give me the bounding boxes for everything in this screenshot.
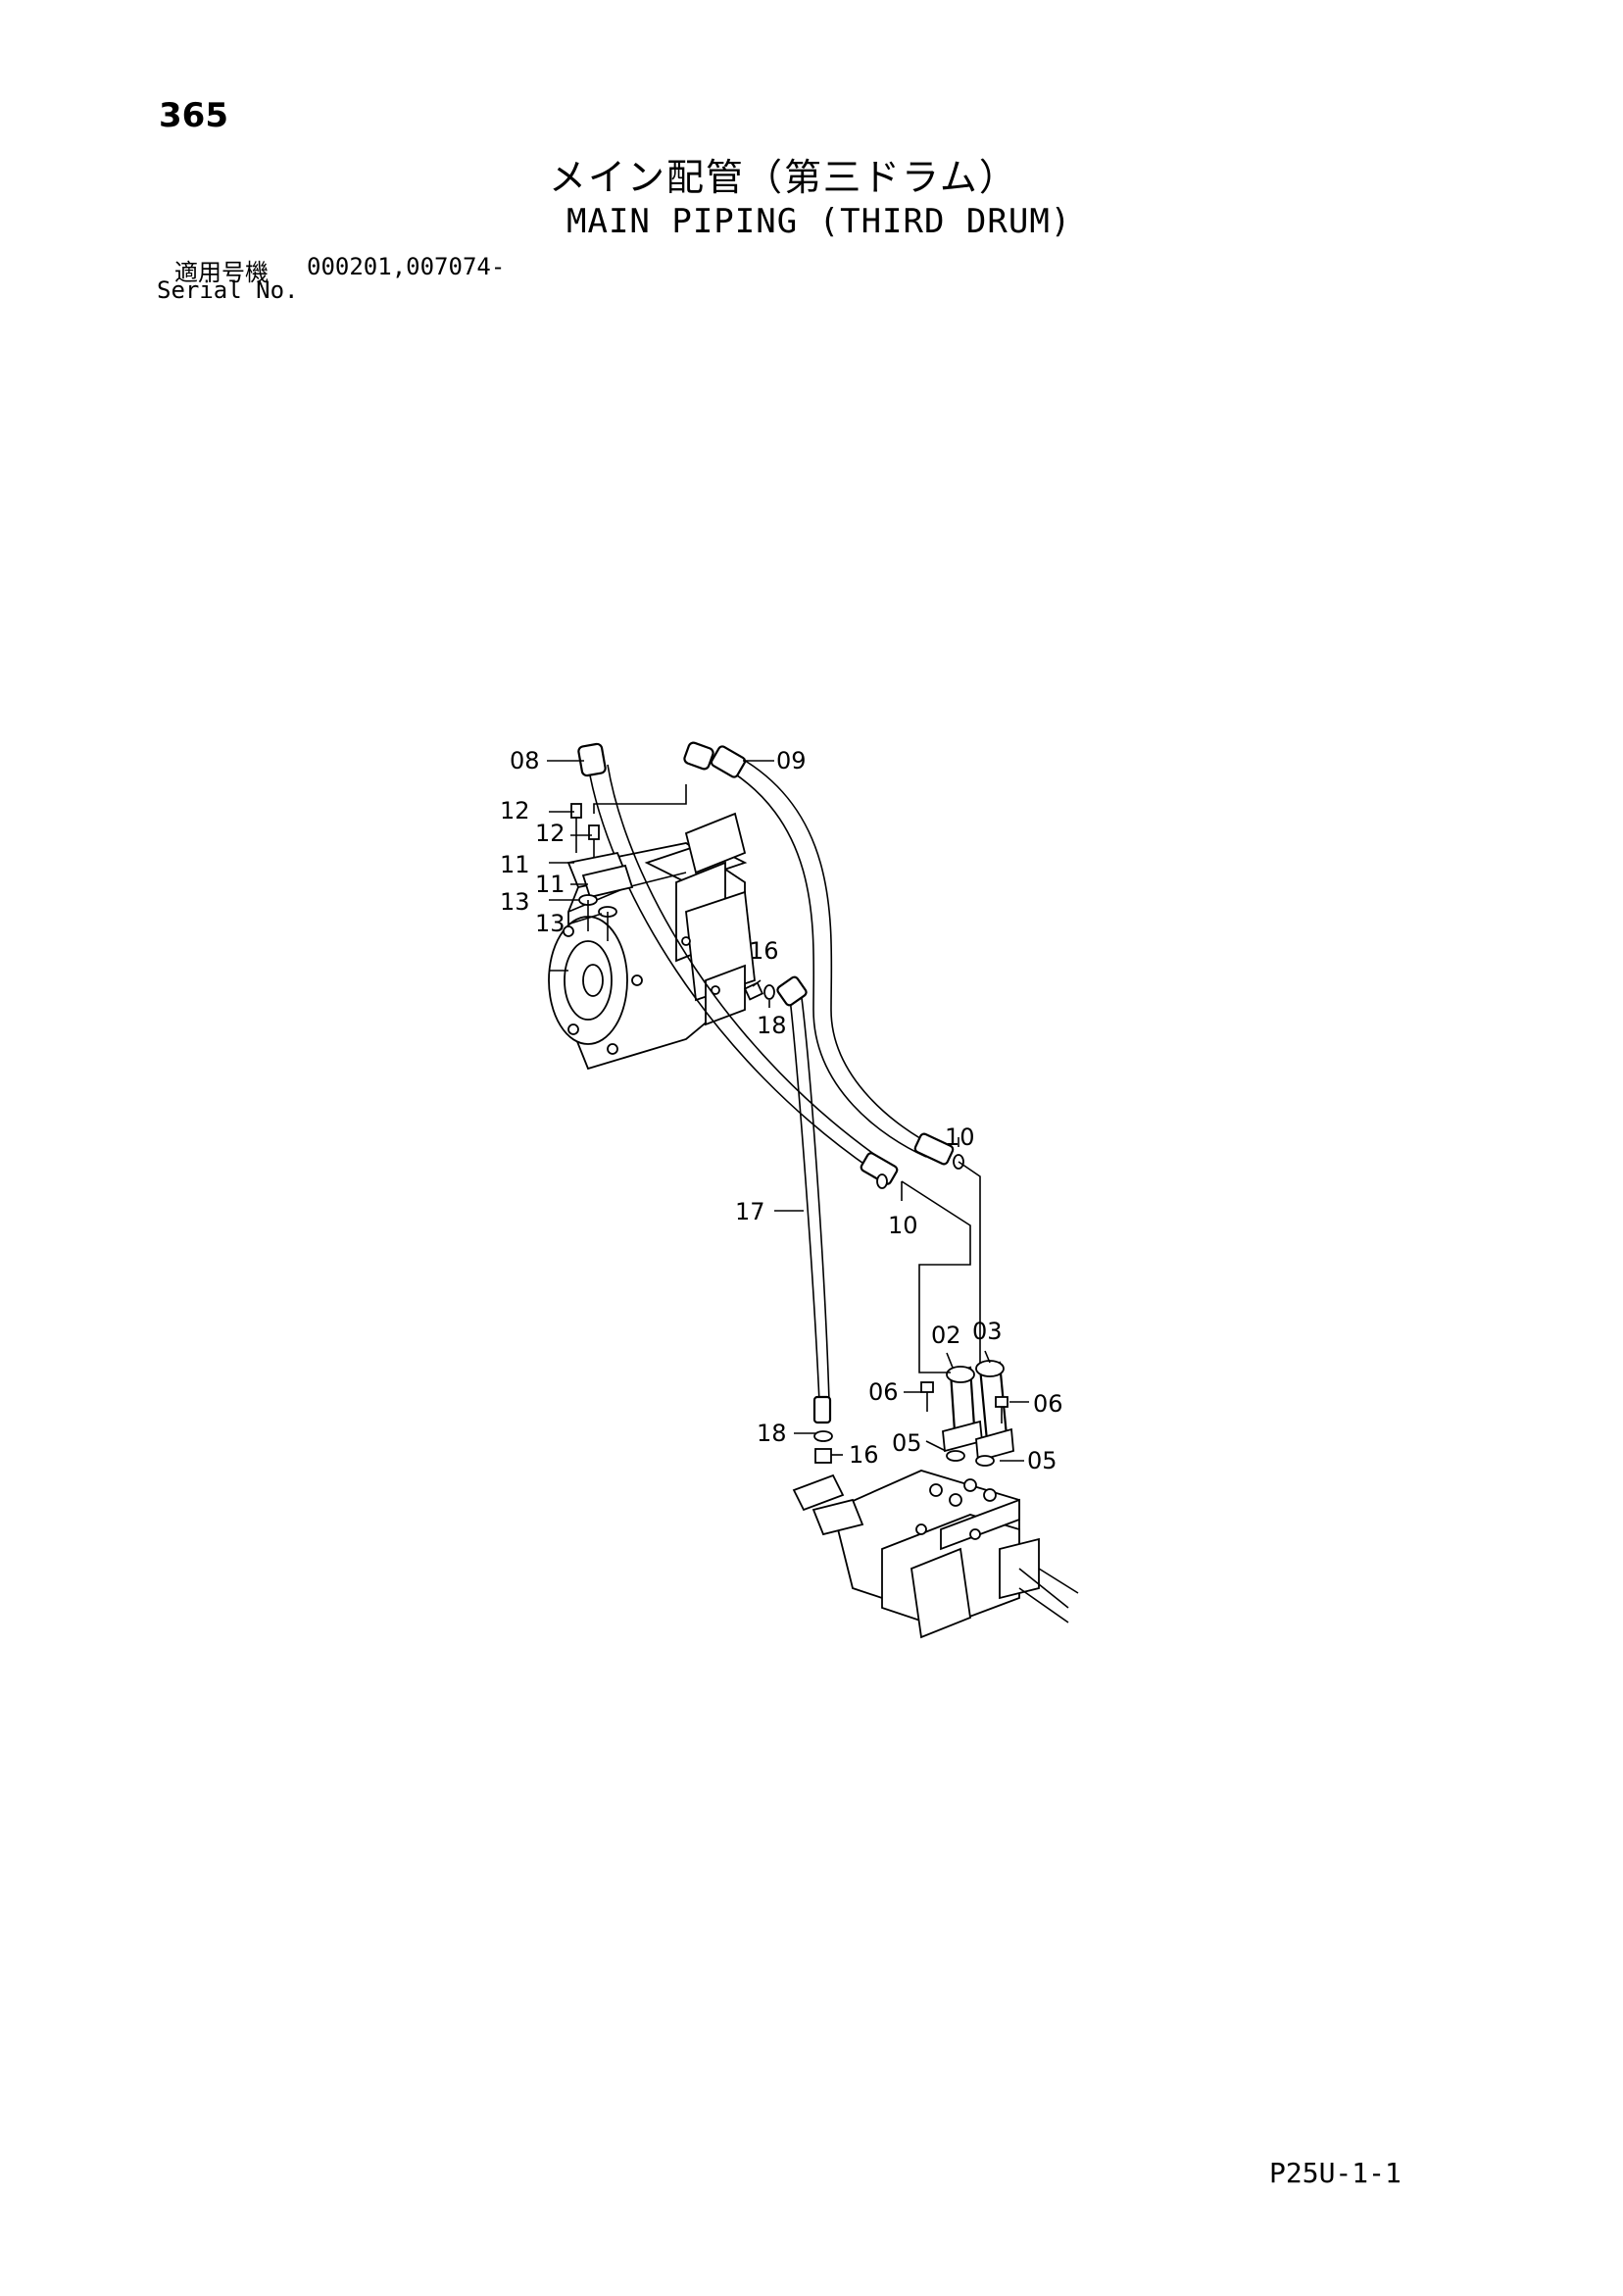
callout-12: 12: [500, 797, 530, 824]
callout-13: 13: [535, 910, 566, 937]
callout-labels: 08 09 12 12 11 11 13 13 16 18 10 10 17 0…: [500, 747, 1063, 1474]
fittings-16-18: [743, 981, 833, 1464]
callout-18: 18: [757, 1420, 787, 1447]
callout-10: 10: [945, 1123, 975, 1151]
orings-10: [876, 1154, 964, 1189]
callout-18: 18: [757, 1012, 787, 1039]
callout-06: 06: [868, 1378, 899, 1406]
elbow-03: [975, 1360, 1014, 1463]
page-number: 365: [159, 96, 228, 135]
hose-17: [776, 975, 832, 1424]
serial-label-japanese: 適用号機: [174, 259, 269, 286]
callout-10: 10: [888, 1212, 918, 1239]
callout-17: 17: [735, 1198, 765, 1225]
callout-13: 13: [500, 888, 530, 916]
callout-11: 11: [535, 871, 566, 898]
callout-05: 05: [892, 1429, 922, 1457]
flange-11: [566, 851, 634, 899]
callout-03: 03: [972, 1318, 1003, 1345]
leader-lines: [547, 760, 1029, 1462]
callout-09: 09: [776, 747, 807, 774]
motor-assembly: [548, 812, 756, 1071]
title-english: MAIN PIPING (THIRD DRUM): [566, 202, 1072, 241]
callout-02: 02: [931, 1322, 961, 1349]
title-japanese: メイン配管（第三ドラム）: [549, 156, 1018, 199]
control-valve: [792, 1470, 1079, 1639]
elbow-02: [942, 1366, 983, 1453]
callout-12: 12: [535, 820, 566, 847]
callout-08: 08: [510, 747, 540, 774]
bolts-06: [920, 1381, 1008, 1423]
callout-16: 16: [849, 1441, 879, 1469]
callout-16: 16: [749, 937, 779, 965]
callout-05: 05: [1027, 1447, 1057, 1474]
serial-label-english: Serial No.: [157, 276, 299, 304]
footer-code: P25U-1-1: [1269, 2157, 1402, 2189]
callout-11: 11: [500, 851, 530, 878]
hose-09: [683, 741, 955, 1166]
callout-06: 06: [1033, 1390, 1063, 1418]
orings-05: [946, 1450, 995, 1467]
serial-value: 000201,007074-: [307, 253, 506, 280]
